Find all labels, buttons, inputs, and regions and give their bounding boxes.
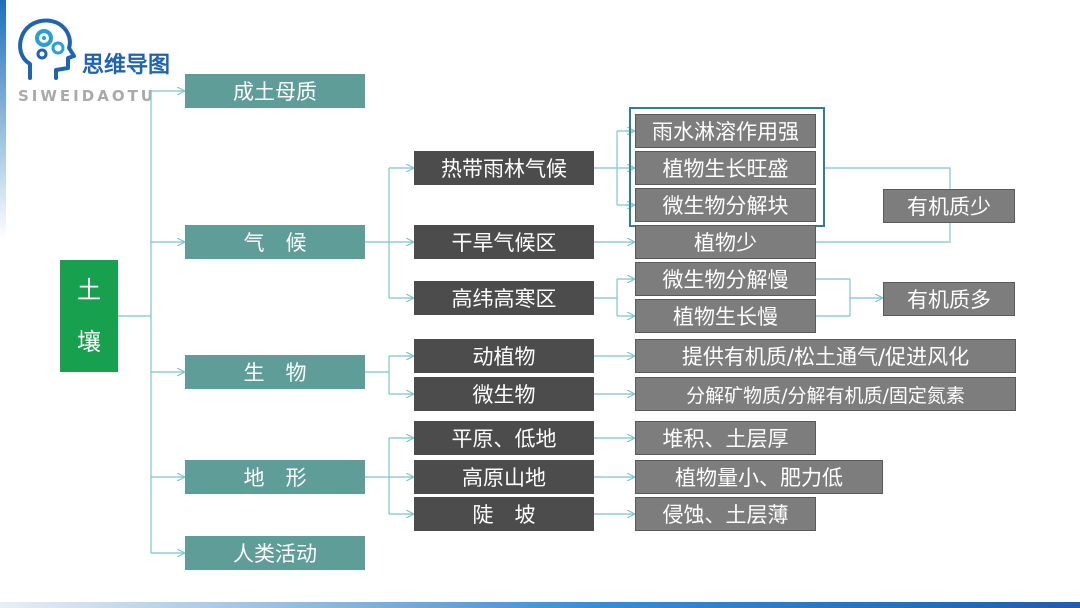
node-plateau-effect: 植物量小、肥力低 — [635, 460, 883, 494]
node-microbe-decompose-fast: 微生物分解块 — [635, 188, 816, 222]
node-rainforest-climate: 热带雨林气候 — [414, 151, 594, 185]
node-terrain: 地 形 — [185, 460, 365, 494]
node-plant-growth-vigorous: 植物生长旺盛 — [635, 151, 816, 185]
node-biology: 生 物 — [185, 355, 365, 389]
node-microbes-effect: 分解矿物质/分解有机质/固定氮素 — [635, 377, 1016, 411]
node-plant-growth-slow: 植物生长慢 — [635, 299, 816, 333]
node-organic-low: 有机质少 — [883, 189, 1015, 223]
node-plateau-mountain: 高原山地 — [414, 460, 594, 494]
node-plain-lowland: 平原、低地 — [414, 421, 594, 455]
node-steep-slope: 陡 坡 — [414, 497, 594, 531]
node-arid-climate: 干旱气候区 — [414, 225, 594, 259]
left-accent-bar — [0, 0, 6, 240]
node-organic-high: 有机质多 — [883, 282, 1015, 316]
node-human-activity: 人类活动 — [185, 536, 365, 570]
root-label-line1: 土 — [77, 276, 101, 304]
node-highland-climate: 高纬高寒区 — [414, 281, 594, 315]
logo-subtitle: SIWEIDAOTU — [18, 87, 156, 105]
node-parent-material: 成土母质 — [185, 74, 365, 108]
node-microorganisms: 微生物 — [414, 377, 594, 411]
node-plain-effect: 堆积、土层厚 — [635, 421, 816, 455]
node-plants-animals: 动植物 — [414, 339, 594, 373]
root-node-soil: 土 壤 — [60, 260, 118, 372]
head-gears-icon — [18, 18, 76, 80]
node-climate: 气 候 — [185, 225, 365, 259]
node-few-plants: 植物少 — [635, 225, 816, 259]
node-plants-animals-effect: 提供有机质/松土通气/促进风化 — [635, 339, 1016, 373]
node-rain-leaching: 雨水淋溶作用强 — [635, 114, 816, 148]
node-slope-effect: 侵蚀、土层薄 — [635, 497, 816, 531]
logo-title: 思维导图 — [82, 53, 171, 78]
bottom-accent-bar — [0, 602, 1080, 608]
root-label-line2: 壤 — [77, 328, 101, 356]
node-microbe-decompose-slow: 微生物分解慢 — [635, 262, 816, 296]
